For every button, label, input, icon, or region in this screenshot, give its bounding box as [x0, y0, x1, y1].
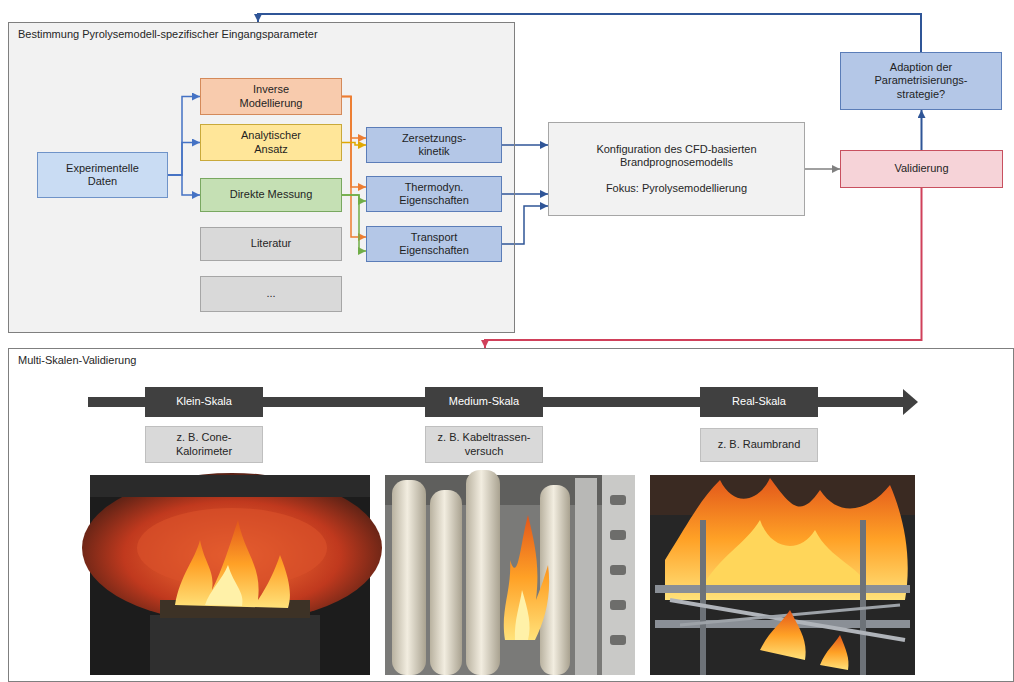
node-label: Zersetzungs- kinetik: [392, 132, 477, 158]
parameter-box: Thermodyn. Eigenschaften: [366, 176, 502, 212]
illustration-shape: [392, 480, 426, 675]
node-label: Konfiguration des CFD-basierten Brandpro…: [577, 143, 777, 169]
node-label: z. B. Cone- Kalorimeter: [157, 431, 252, 457]
panel-ground: [8, 22, 515, 333]
connector: [502, 193, 548, 195]
node-label: Experimentelle Daten: [60, 162, 145, 188]
model-box: Konfiguration des CFD-basierten Brandpro…: [548, 122, 805, 216]
connector: [921, 110, 923, 150]
node-label: Multi-Skalen-Validierung: [18, 354, 1004, 367]
decision-box: Adaption der Parametrisierungs- strategi…: [840, 52, 1002, 110]
node-label: Inverse Modellierung: [231, 83, 311, 109]
illustration-shape: [700, 520, 870, 590]
method-box: ...: [200, 276, 342, 312]
validation-panel: Multi-Skalen-ValidierungKlein-Skala Mediu…: [8, 348, 1014, 682]
scale-label: Klein-Skala: [145, 387, 263, 417]
method-box: Analytischer Ansatz: [200, 124, 342, 161]
illustration-shape: [610, 565, 626, 575]
node-label: Direkte Messung: [230, 188, 313, 201]
illustration-shape: [82, 473, 382, 623]
illustration-shape: [610, 600, 626, 610]
example-box: z. B. Cone- Kalorimeter: [145, 426, 263, 463]
node-label: Transport Eigenschaften: [394, 231, 474, 257]
illustration-shape: [820, 635, 849, 670]
illustration-shape: [150, 615, 320, 675]
illustration-shape: [700, 520, 706, 675]
parameter-box: Zersetzungs- kinetik: [366, 127, 502, 163]
photo-cone-calorimeter: [82, 473, 382, 675]
scale-label: Real-Skala: [700, 387, 818, 417]
node-label: z. B. Kabeltrassen- versuch: [434, 431, 534, 457]
illustration-shape: [205, 565, 243, 606]
illustration-shape: [175, 520, 290, 608]
illustration-shape: [430, 490, 462, 675]
connector: [805, 168, 840, 170]
photo-room-fire: [650, 475, 915, 675]
illustration-shape: [515, 590, 530, 640]
example-box: z. B. Raumbrand: [700, 428, 818, 462]
connector: [502, 144, 548, 146]
node-label: ...: [266, 287, 275, 300]
method-box: Direkte Messung: [200, 178, 342, 212]
method-box: Literatur: [200, 227, 342, 261]
node-label: Literatur: [251, 237, 291, 250]
node-label: Analytischer Ansatz: [231, 129, 311, 155]
connector: [502, 206, 548, 244]
method-box: Inverse Modellierung: [200, 78, 342, 115]
validation-box: Validierung: [840, 150, 1003, 188]
connector: [168, 175, 200, 195]
illustration-shape: [90, 475, 370, 497]
illustration-shape: [610, 495, 626, 505]
illustration-shape: [602, 475, 635, 675]
illustration-shape: [610, 530, 626, 540]
connector: [342, 195, 366, 251]
connector: [342, 97, 366, 139]
scale-label: Medium-Skala: [425, 387, 543, 417]
illustration-shape: [610, 635, 626, 645]
connector: [342, 97, 366, 238]
illustration-shape: [760, 610, 806, 660]
illustration-shape: [650, 475, 915, 675]
node-label: Medium-Skala: [449, 395, 519, 408]
connector: [168, 143, 200, 176]
illustration-shape: [504, 515, 549, 640]
connector: [342, 143, 366, 146]
illustration-shape: [655, 585, 910, 593]
illustration-shape: [575, 478, 597, 675]
connector: [168, 97, 200, 176]
illustration-shape: [903, 389, 918, 415]
photo-cable-tray: [385, 470, 635, 675]
connector: [342, 97, 366, 188]
node-label: Validierung: [894, 162, 948, 175]
illustration-shape: [860, 520, 866, 675]
parameter-panel: Bestimmung Pyrolysemodell-spezifischer E…: [8, 22, 515, 333]
illustration-shape: [385, 475, 635, 675]
node-label: Real-Skala: [732, 395, 786, 408]
node-label: Thermodyn. Eigenschaften: [389, 181, 479, 207]
connector: [258, 14, 921, 52]
node-label: Klein-Skala: [176, 395, 232, 408]
example-box: z. B. Kabeltrassen- versuch: [425, 426, 543, 463]
node-label: z. B. Raumbrand: [718, 438, 801, 451]
data-box: Experimentelle Daten: [37, 152, 168, 198]
node-label: Bestimmung Pyrolysemodell-spezifischer E…: [18, 28, 505, 41]
node-note: Fokus: Pyrolysemodellierung: [606, 182, 747, 195]
connector: [342, 195, 366, 201]
node-label: Adaption der Parametrisierungs- strategi…: [861, 61, 981, 101]
illustration-shape: [466, 470, 500, 675]
parameter-box: Transport Eigenschaften: [366, 226, 502, 262]
